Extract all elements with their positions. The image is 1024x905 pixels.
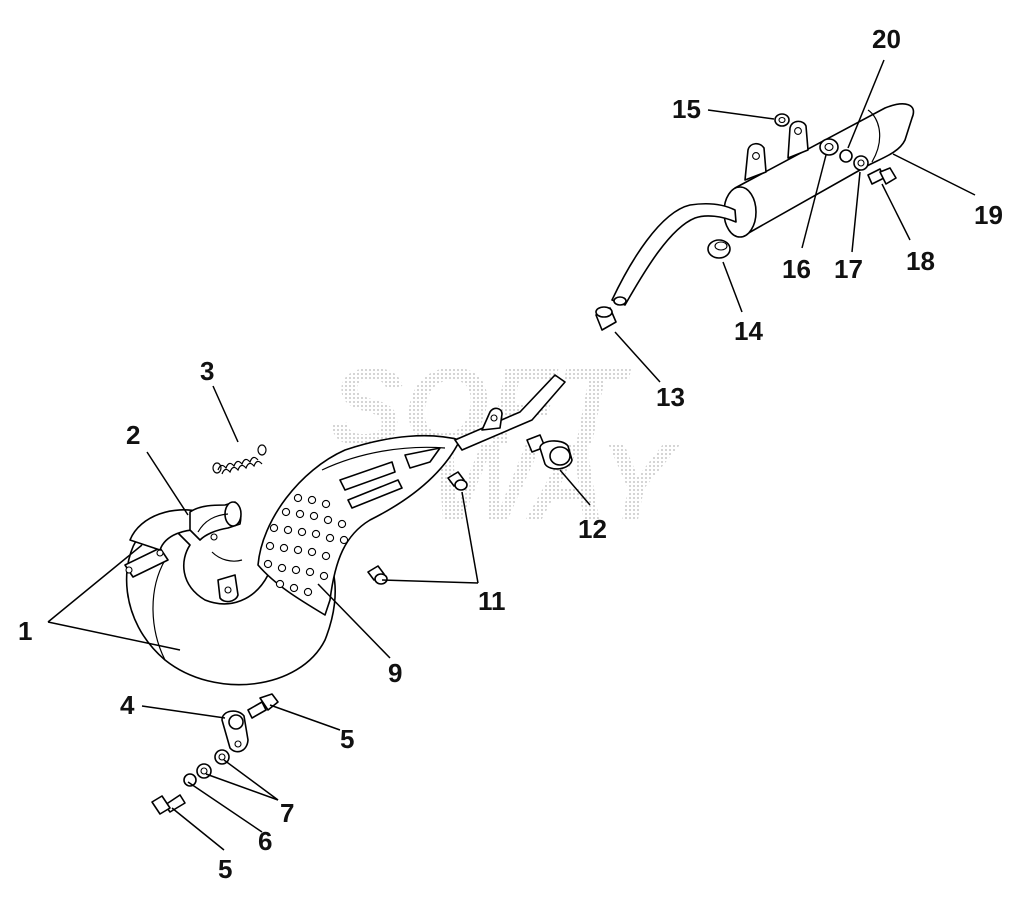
callout-6: 6: [258, 826, 272, 856]
heat-shield-screws: [367, 471, 468, 585]
callout-19: 19: [974, 200, 1003, 230]
callout-7: 7: [280, 798, 294, 828]
callout-11: 11: [478, 586, 506, 616]
heat-shield: [257, 374, 566, 616]
callout-4: 4: [120, 690, 135, 720]
mounting-bolts: [151, 693, 279, 815]
callout-16: 16: [782, 254, 811, 284]
silencer-muffler: [611, 103, 915, 306]
washer-17: [853, 155, 869, 171]
heat-shield-vent-holes: [263, 493, 349, 597]
callout-2: 2: [126, 420, 140, 450]
callout-1: 1: [18, 616, 32, 646]
callout-17: 17: [834, 254, 863, 284]
header-pipe: [189, 501, 242, 541]
callout-5-lower: 5: [218, 854, 232, 884]
bolt-18: [867, 167, 897, 185]
washer-15: [774, 113, 790, 127]
callout-5-upper: 5: [340, 724, 354, 754]
connector-sleeve: [595, 306, 617, 331]
spacer-20: [839, 149, 853, 163]
callout-9: 9: [388, 658, 402, 688]
callout-20: 20: [872, 24, 901, 54]
callout-15: 15: [672, 94, 701, 124]
rubber-mount: [526, 434, 573, 470]
exhaust-spring: [212, 444, 267, 475]
callout-labels: 1 2 3 4 5 5 6 7 9 11 12 13 14 15 16 17 1…: [18, 24, 1003, 884]
callout-12: 12: [578, 514, 607, 544]
callout-14: 14: [734, 316, 763, 346]
callout-3: 3: [200, 356, 214, 386]
callout-18: 18: [906, 246, 935, 276]
leader-lines: [47, 59, 976, 851]
mounting-bracket: [221, 710, 249, 753]
bushing-16: [819, 138, 839, 156]
grommet: [707, 239, 731, 259]
callout-13: 13: [656, 382, 685, 412]
